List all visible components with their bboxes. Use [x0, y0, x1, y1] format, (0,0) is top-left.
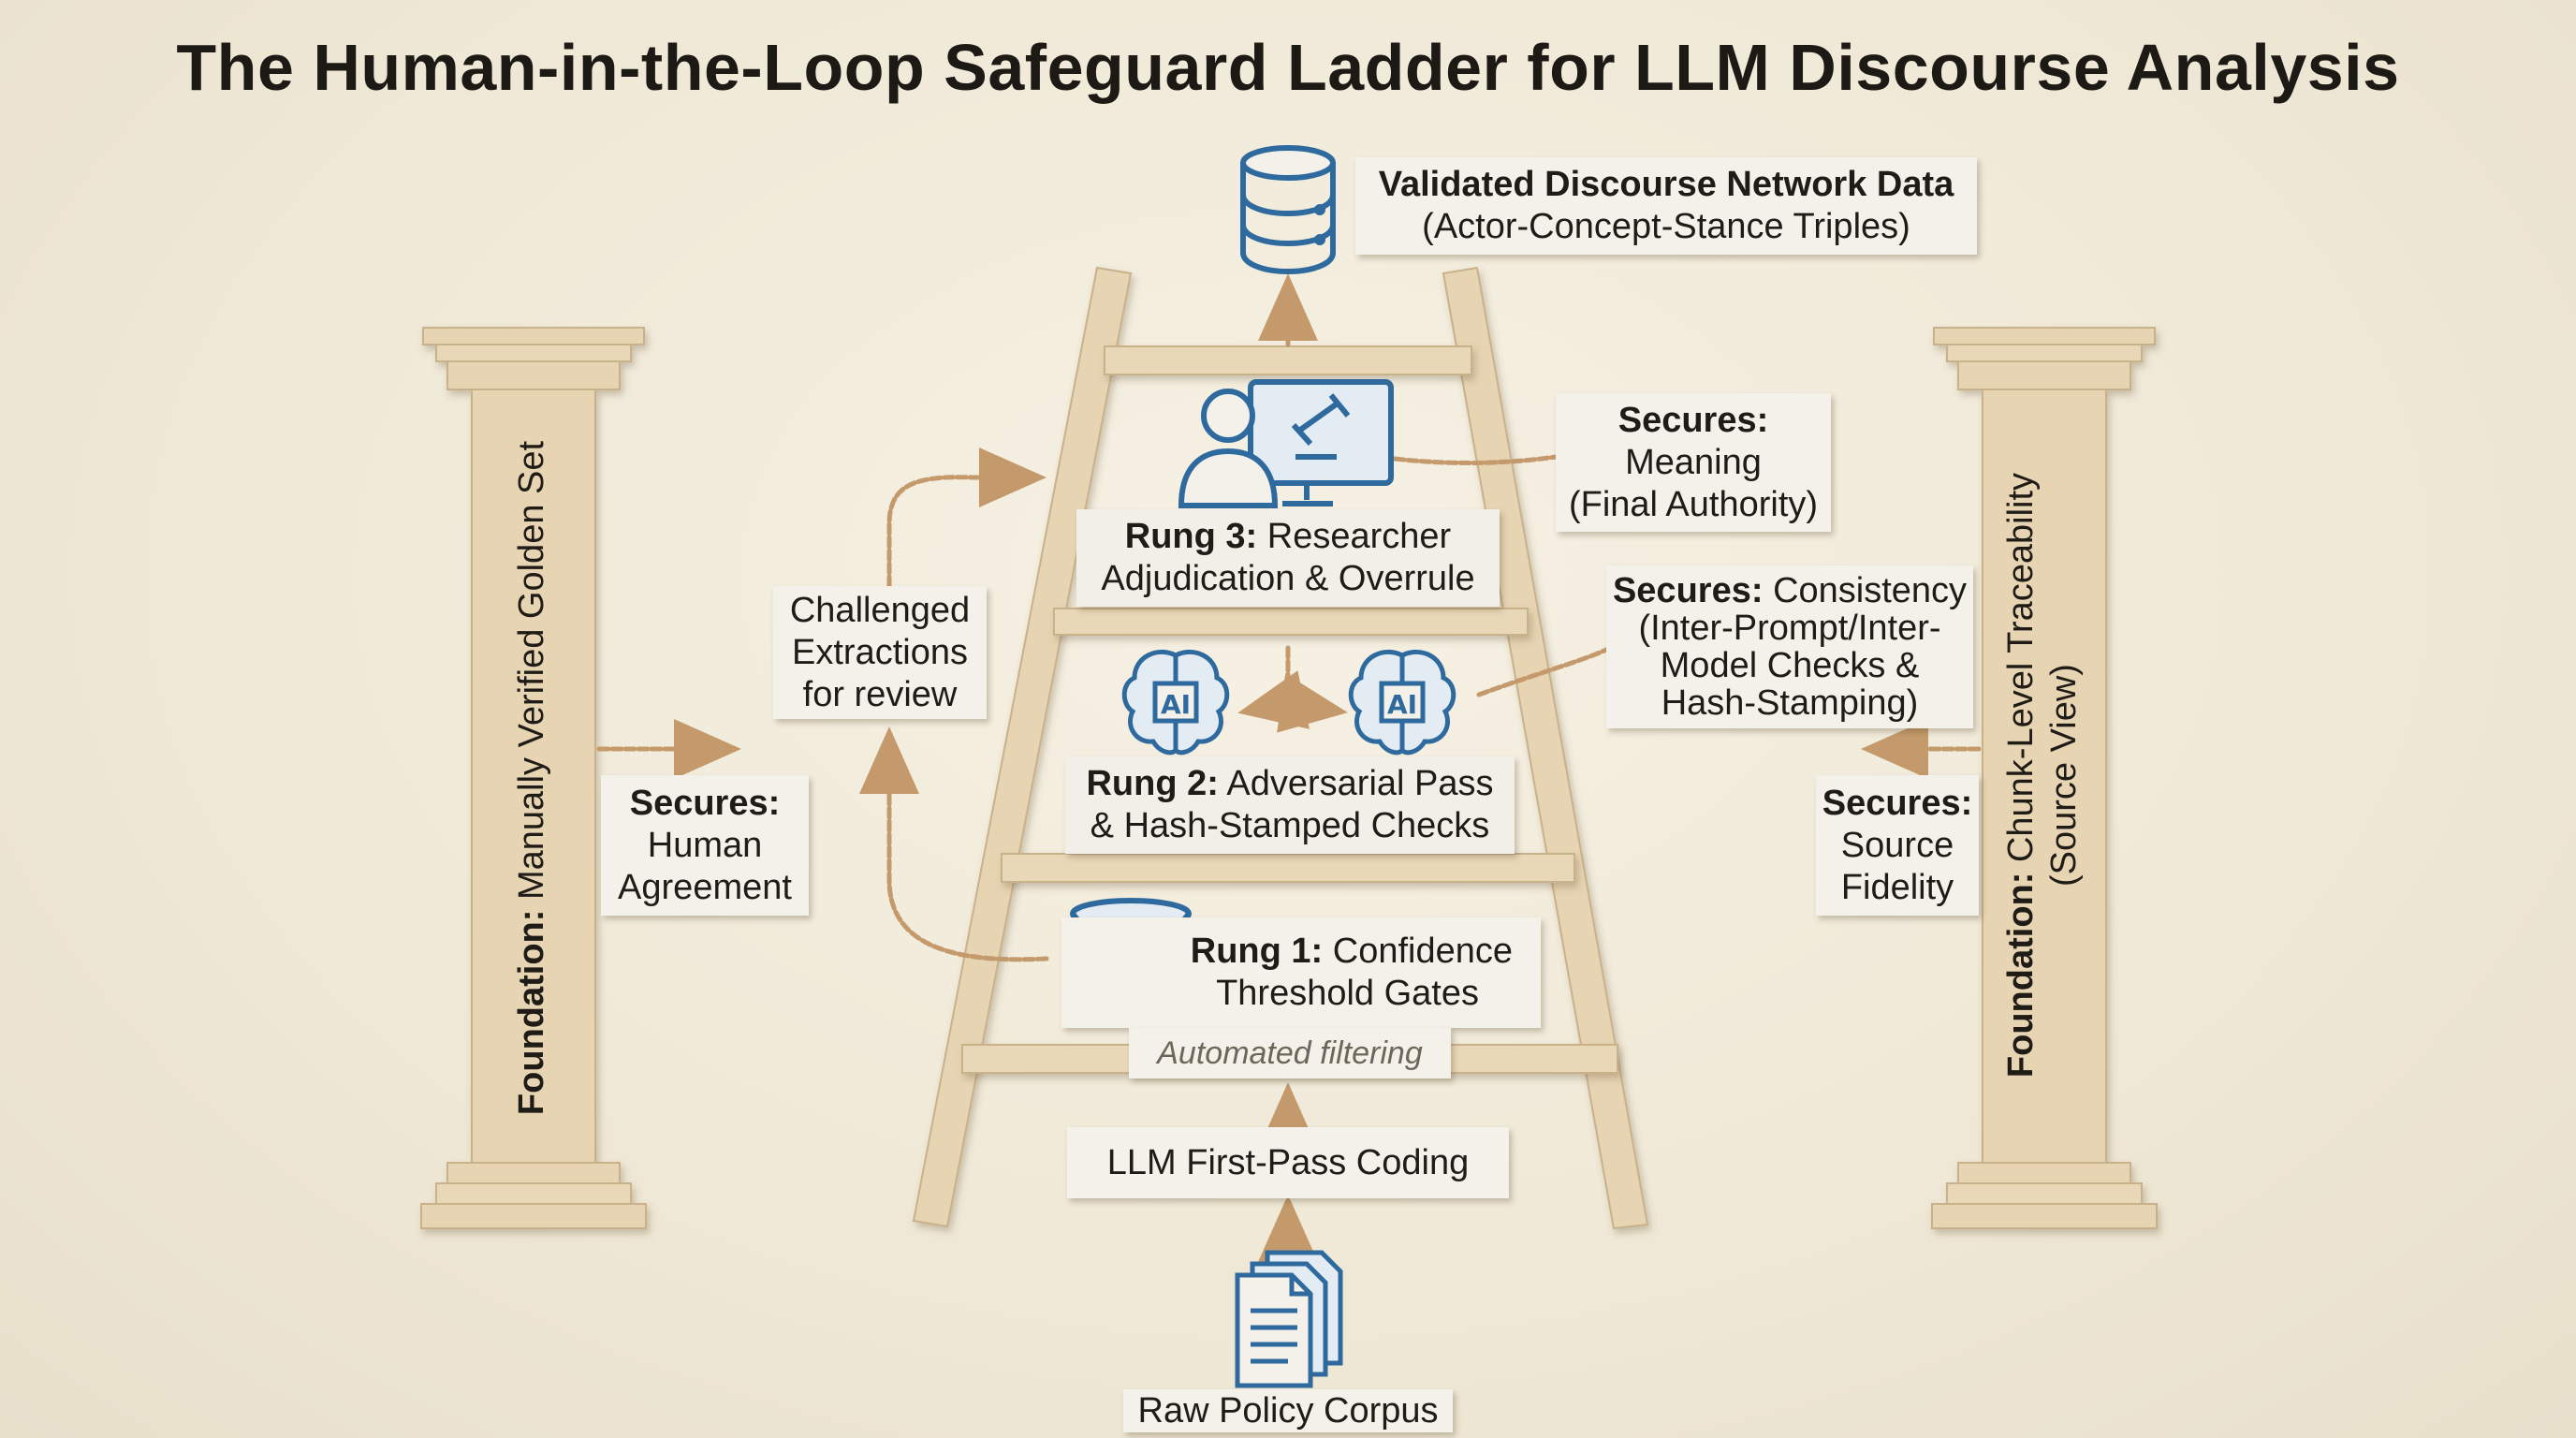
twine-rung2-consistency	[1476, 647, 1609, 697]
ai-brain-icon-right: AI	[1348, 649, 1456, 756]
twine-arrows	[596, 273, 1982, 1262]
arrow-to-ai-left	[1237, 670, 1310, 729]
arrow-rung1-to-challenged	[859, 726, 1049, 962]
rung3-label-rest: Researcher	[1266, 517, 1452, 556]
twine-rung3-meaning	[1392, 454, 1559, 465]
ai-brain-icon-left: AI	[1121, 649, 1230, 756]
researcher-gavel-monitor-icon	[1178, 379, 1394, 508]
rung3-label-line2: Adjudication & Overrule	[1101, 559, 1475, 598]
rung2-label-bold: Rung 2:	[1086, 764, 1219, 803]
arrow-challenged-to-rung3	[886, 448, 1046, 589]
first-pass-box: LLM First-Pass Coding	[1067, 1127, 1509, 1198]
rung3-label-bold: Rung 3:	[1124, 517, 1258, 556]
right-pillar	[1931, 327, 2158, 1229]
rung3-label: Rung 3: Researcher Adjudication & Overru…	[1076, 509, 1500, 607]
output-subtitle: (Actor-Concept-Stance Triples)	[1422, 207, 1910, 246]
rung2-label-line2: & Hash-Stamped Checks	[1090, 806, 1490, 845]
rung2-label-rest: Adversarial Pass	[1226, 764, 1494, 803]
corpus-label: Raw Policy Corpus	[1123, 1389, 1453, 1432]
secures-meaning-box: Secures: Meaning (Final Authority)	[1556, 393, 1831, 532]
secures-human-box: Secures: Human Agreement	[601, 775, 809, 916]
svg-text:AI: AI	[1161, 689, 1191, 720]
secures-source-box: Secures: Source Fidelity	[1816, 775, 1979, 916]
left-pillar	[420, 327, 647, 1229]
svg-text:AI: AI	[1387, 689, 1417, 720]
right-pillar-text: Foundation: Chunk-Level Traceability (So…	[2001, 472, 2084, 1078]
challenged-box: Challenged Extractions for review	[773, 586, 987, 719]
output-label: Validated Discourse Network Data (Actor-…	[1355, 157, 1977, 255]
secures-consistency-box: Secures: Consistency (Inter-Prompt/Inter…	[1606, 565, 1973, 728]
arrow-to-ai-right	[1277, 673, 1348, 733]
rung1-caption: Automated filtering	[1129, 1028, 1451, 1078]
diagram-title: The Human-in-the-Loop Safeguard Ladder f…	[176, 31, 2400, 104]
ladder-rails	[912, 266, 1649, 1230]
rung1-label-rest: Confidence	[1332, 932, 1513, 971]
rung1-label: Rung 1: Confidence Threshold Gates	[1061, 917, 1541, 1028]
rung1-label-line2: Threshold Gates	[1216, 974, 1479, 1013]
documents-icon	[1235, 1250, 1343, 1388]
rung2-label: Rung 2: Adversarial Pass & Hash-Stamped …	[1065, 756, 1515, 854]
database-icon	[1240, 145, 1336, 275]
left-pillar-text: Foundation: Manually Verified Golden Set	[512, 440, 551, 1116]
output-title: Validated Discourse Network Data	[1378, 165, 1954, 204]
rung1-label-bold: Rung 1:	[1190, 932, 1324, 971]
